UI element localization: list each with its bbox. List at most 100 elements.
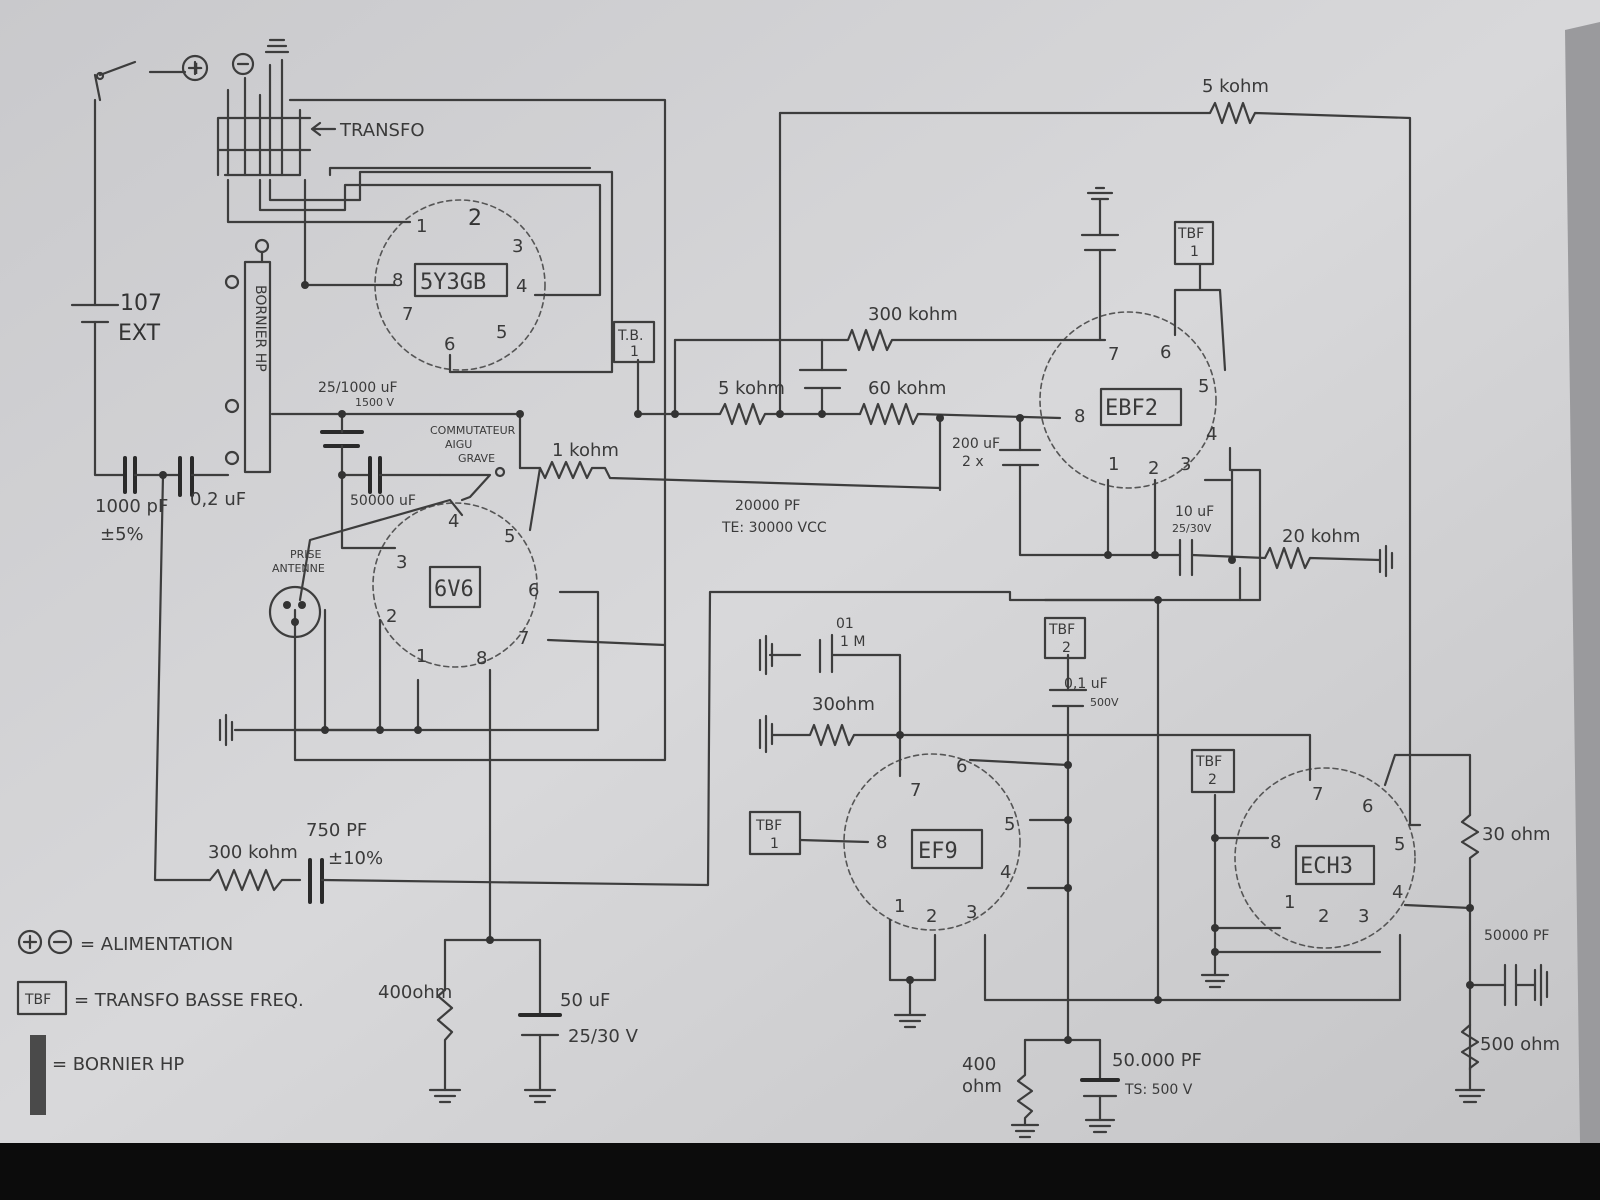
tube-6v6-pin4: 4 [448,511,459,532]
r-5k-top-label: 5 kohm [1202,76,1269,97]
c-50uf-v-label: 25/30 V [568,1026,639,1047]
tube-6v6-pin8: 8 [476,648,487,669]
tube-5y3gb-pin7: 7 [402,304,413,325]
tube-ech3-pin7: 7 [1312,784,1323,805]
c-1000pf-label: 1000 pF [95,496,168,517]
legend-bornier-symbol [30,1035,46,1115]
legend-power: = ALIMENTATION [80,934,233,955]
tube-ef9-pin6: 6 [956,756,967,777]
tube-ef9-pin3: 3 [966,902,977,923]
tube-ech3-pin4: 4 [1392,882,1403,903]
c-20000pf-v-label: TE: 30000 VCC [721,520,827,536]
c-750pf-tol-label: ±10% [328,848,383,869]
c-50000uf-label: 50000 uF [350,493,416,509]
ext-voltage-label: 107 [120,291,162,316]
tbf-ef9g-number: 1 [770,836,779,852]
tube-ef9: EF9 1 2 3 4 5 6 7 8 [843,753,1021,931]
r-60k-label: 60 kohm [868,378,946,399]
c-01uf-label: 0,1 uF [1064,676,1108,692]
legend: = ALIMENTATION TBF = TRANSFO BASSE FREQ.… [16,929,304,1115]
tube-ebf2-pin6: 6 [1160,342,1171,363]
c-01-2-label: 1 M [840,634,865,650]
tube-ef9-label: EF9 [918,839,958,864]
tube-6v6-pin1: 1 [416,646,427,667]
c-50000pf-ech3-label: 50000 PF [1484,928,1549,944]
tube-5y3gb: 5Y3GB 1 2 3 4 5 6 7 8 [374,199,546,371]
tube-ebf2-pin8: 8 [1074,406,1085,427]
tube-5y3gb-label: 5Y3GB [420,270,486,295]
tube-ebf2-pin2: 2 [1148,458,1159,479]
c-10uf-label: 10 uF [1175,504,1214,520]
tube-ef9-pin7: 7 [910,780,921,801]
paper-sheet [0,0,1600,1143]
labels: TRANSFO 107 EXT BORNIER HP + T.B. 1 COMM… [95,58,1560,1098]
commutateur-label: COMMUTATEUR [430,424,516,437]
c-750pf-label: 750 PF [306,820,367,841]
bornier-label: BORNIER HP [252,285,268,372]
c-50000pf-ef9-v-label: TS: 500 V [1124,1082,1193,1098]
tube-6v6-pin6: 6 [528,580,539,601]
r-30-ef9-label: 30ohm [812,694,875,715]
c-01-1-label: 01 [836,616,854,632]
tube-ebf2-pin5: 5 [1198,376,1209,397]
r-500-ech3-label: 500 ohm [1480,1034,1560,1055]
tube-ef9-pin4: 4 [1000,862,1011,883]
tb1-label: T.B. [617,328,643,344]
c-1000pf-tol-label: ±5% [100,524,144,545]
tube-6v6-pin7: 7 [518,628,529,649]
c-25-1000-v-label: 1500 V [355,396,394,409]
tube-ech3-pin8: 8 [1270,832,1281,853]
ext-label: EXT [118,321,161,346]
c-50000pf-ef9-label: 50.000 PF [1112,1050,1202,1071]
antenne-label: ANTENNE [272,562,325,575]
tube-5y3gb-pin8: 8 [392,270,403,291]
table-shadow [0,1143,1600,1200]
tube-ebf2-pin3: 3 [1180,454,1191,475]
r-300k-bottom-label: 300 kohm [208,842,298,863]
tube-ebf2-pin7: 7 [1108,344,1119,365]
junctions [159,281,1474,1044]
tube-ebf2-pin1: 1 [1108,454,1119,475]
tube-6v6-pin3: 3 [396,552,407,573]
c-10uf-v-label: 25/30V [1172,522,1212,535]
tbf-ef9g-label: TBF [755,818,782,834]
tube-ef9-pin1: 1 [894,896,905,917]
r-30-ech3-label: 30 ohm [1482,824,1551,845]
tbf-ech3-number: 2 [1208,772,1217,788]
legend-bornier: = BORNIER HP [52,1054,184,1075]
tb1-number: 1 [630,344,639,360]
tbf-top-number: 1 [1190,244,1199,260]
grave-label: GRAVE [458,452,495,465]
tube-ebf2-pin4: 4 [1206,424,1217,445]
wires [70,38,1549,1139]
prise-label: PRISE [290,548,322,561]
legend-tbf: = TRANSFO BASSE FREQ. [74,990,304,1011]
tube-5y3gb-pin6: 6 [444,334,455,355]
paper-edge [1565,22,1600,1143]
tube-ebf2: EBF2 1 2 3 4 5 6 7 8 [1039,311,1217,489]
tube-6v6-pin2: 2 [386,606,397,627]
r-1k-label: 1 kohm [552,440,619,461]
tube-6v6: 6V6 1 2 3 4 5 6 7 8 [372,502,539,669]
tube-5y3gb-pin4: 4 [516,276,527,297]
c-50uf-label: 50 uF [560,990,610,1011]
tube-ef9-pin2: 2 [926,906,937,927]
tube-ech3-pin6: 6 [1362,796,1373,817]
tube-ech3-pin2: 2 [1318,906,1329,927]
c-02uf-label: 0,2 uF [190,489,246,510]
r-400-ef9-unit: ohm [962,1076,1002,1097]
c-200uf-x-label: 2 x [962,454,984,470]
tube-ebf2-label: EBF2 [1105,396,1158,421]
transfo-label: TRANSFO [339,120,425,141]
tube-6v6-label: 6V6 [434,577,474,602]
tube-5y3gb-pin3: 3 [512,236,523,257]
r-300k-label: 300 kohm [868,304,958,325]
r-5k-mid-label: 5 kohm [718,378,785,399]
aigu-label: AIGU [445,438,472,451]
tube-ech3-pin5: 5 [1394,834,1405,855]
tube-6v6-pin5: 5 [504,526,515,547]
r-400-ef9-label: 400 [962,1054,996,1075]
tbf-top-label: TBF [1177,226,1204,242]
tube-ech3: ECH3 1 2 3 4 5 6 7 8 [1234,767,1416,949]
